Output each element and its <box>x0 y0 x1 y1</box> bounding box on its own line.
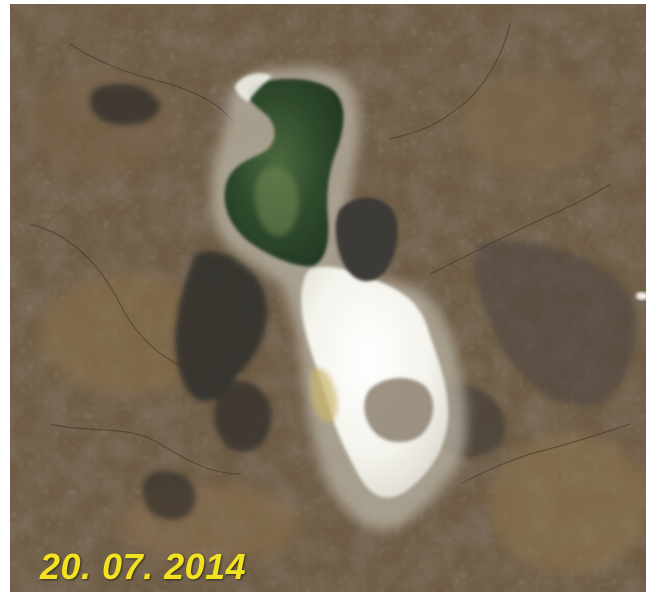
date-caption: 20. 07. 2014 <box>40 546 247 587</box>
satellite-scene <box>10 4 646 592</box>
north-salt-rim <box>235 73 272 102</box>
dark-island <box>335 197 398 282</box>
drainage-lines <box>29 23 631 485</box>
right-edge-snow <box>636 292 646 300</box>
lake-water-shallows <box>255 166 299 236</box>
salt-flat-sediment <box>310 367 338 423</box>
plains <box>30 74 646 574</box>
satellite-image: 20. 07. 2014 <box>10 4 646 592</box>
salt-flat-island <box>364 378 434 443</box>
